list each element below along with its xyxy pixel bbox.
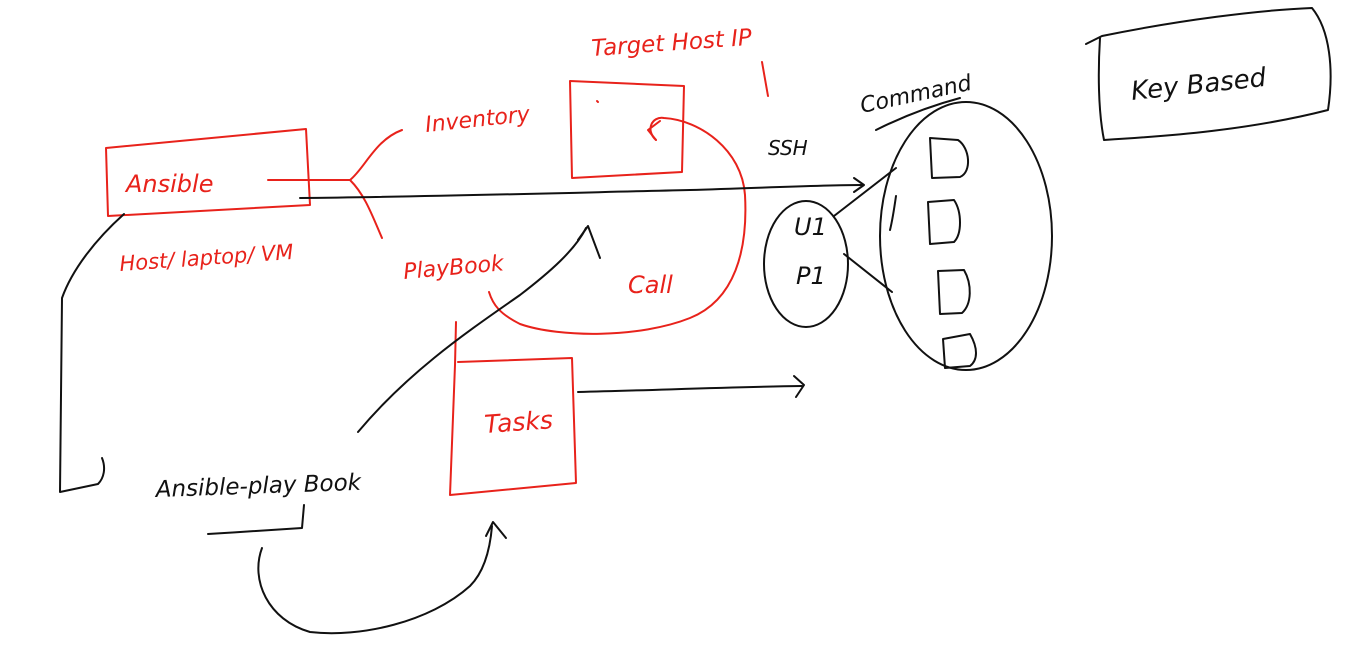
bottom-loop <box>257 525 493 635</box>
playbook-command-arrowhead <box>577 225 601 259</box>
brace-lower-arm <box>349 179 383 239</box>
command-underline <box>875 97 961 131</box>
module-box-2 <box>927 199 961 245</box>
key-based-label: Key Based <box>1130 63 1268 107</box>
tasks-arrow <box>577 385 803 393</box>
playbook-label: PlayBook <box>402 251 506 285</box>
tasks-label: Tasks <box>483 405 553 439</box>
tasks-box <box>449 321 577 496</box>
left-feedback-line <box>59 213 125 493</box>
ansible-to-host-arrowhead <box>853 177 865 193</box>
module-box-4 <box>942 333 977 369</box>
ansible-playbook-underline <box>207 504 305 535</box>
target-host-dot <box>596 100 599 103</box>
command-inner-stroke <box>889 195 897 231</box>
tasks-arrowhead <box>793 375 805 398</box>
brace-upper-arm <box>349 129 403 181</box>
bottom-loop-arrowhead <box>485 521 507 539</box>
module-box-1 <box>929 137 969 179</box>
host-laptop-vm-label: Host/ laptop/ VM <box>119 240 294 276</box>
call-loop <box>488 116 747 335</box>
command-ellipse <box>879 101 1053 371</box>
ansible-playbook-command-label: Ansible-play Book <box>153 470 363 503</box>
target-host-ip-tick <box>761 61 769 97</box>
p1-label: P1 <box>796 262 826 290</box>
credentials-to-command-line-top <box>833 167 897 217</box>
credentials-to-command-line-bottom <box>843 253 893 293</box>
target-host-ip-label: Target Host IP <box>591 25 753 62</box>
call-loop-arrowhead <box>647 120 661 141</box>
u1-label: U1 <box>794 213 827 241</box>
playbook-command-line <box>357 227 587 433</box>
ansible-to-host-arrow <box>299 184 863 199</box>
ansible-label: Ansible <box>124 170 213 198</box>
inventory-label: Inventory <box>424 102 532 138</box>
key-based-box <box>1085 7 1332 141</box>
module-box-3 <box>937 269 971 315</box>
ssh-label: SSH <box>768 136 808 160</box>
credentials-ellipse <box>763 200 849 328</box>
call-label: Call <box>628 271 673 299</box>
target-host-box <box>569 80 685 179</box>
ansible-box <box>105 128 311 217</box>
